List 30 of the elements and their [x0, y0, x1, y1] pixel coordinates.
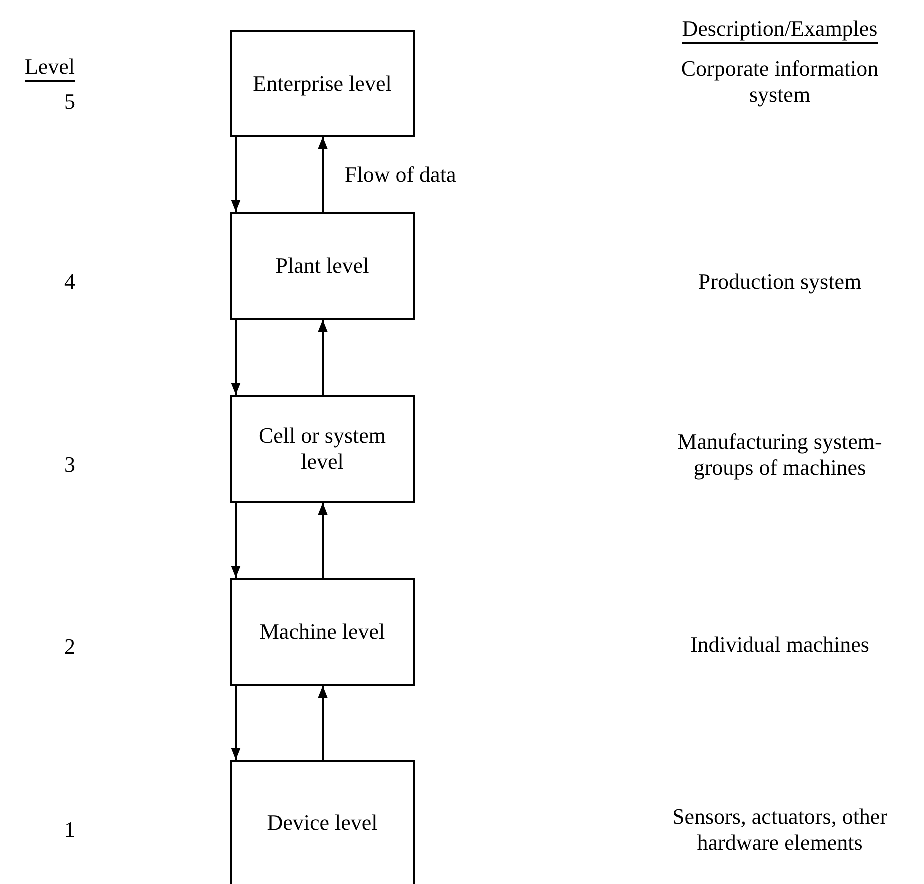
arrow: [318, 686, 328, 760]
level-name: Device level: [267, 810, 378, 836]
level-name: Machine level: [260, 619, 386, 645]
level-text: 2: [64, 634, 76, 660]
level-text: 4: [64, 269, 76, 295]
level-name: Cell or system level: [258, 423, 388, 475]
level-text: 5: [64, 89, 76, 115]
level-text: Manufacturing system- groups of machines: [676, 429, 884, 481]
arrow: [231, 503, 241, 578]
level-box: [230, 395, 415, 503]
column-heading: Description/Examples: [682, 16, 878, 44]
arrow: [318, 320, 328, 395]
level-box: [230, 30, 415, 137]
level-text: Production system: [698, 269, 862, 295]
arrow: [318, 137, 328, 212]
level-name: Enterprise level: [253, 70, 392, 96]
column-heading: Level: [24, 54, 76, 82]
arrow: [231, 320, 241, 395]
arrow: [231, 686, 241, 760]
arrow: [231, 137, 241, 212]
level-box: [230, 578, 415, 686]
level-text: Individual machines: [690, 632, 870, 658]
arrow: [318, 503, 328, 578]
level-text: Sensors, actuators, other hardware elements: [671, 804, 889, 856]
level-box: [230, 212, 415, 320]
level-text: Corporate information system: [680, 56, 880, 108]
level-name: Plant level: [276, 253, 370, 279]
level-box: [230, 760, 415, 884]
level-text: 3: [64, 452, 76, 478]
level-text: 1: [64, 817, 76, 843]
